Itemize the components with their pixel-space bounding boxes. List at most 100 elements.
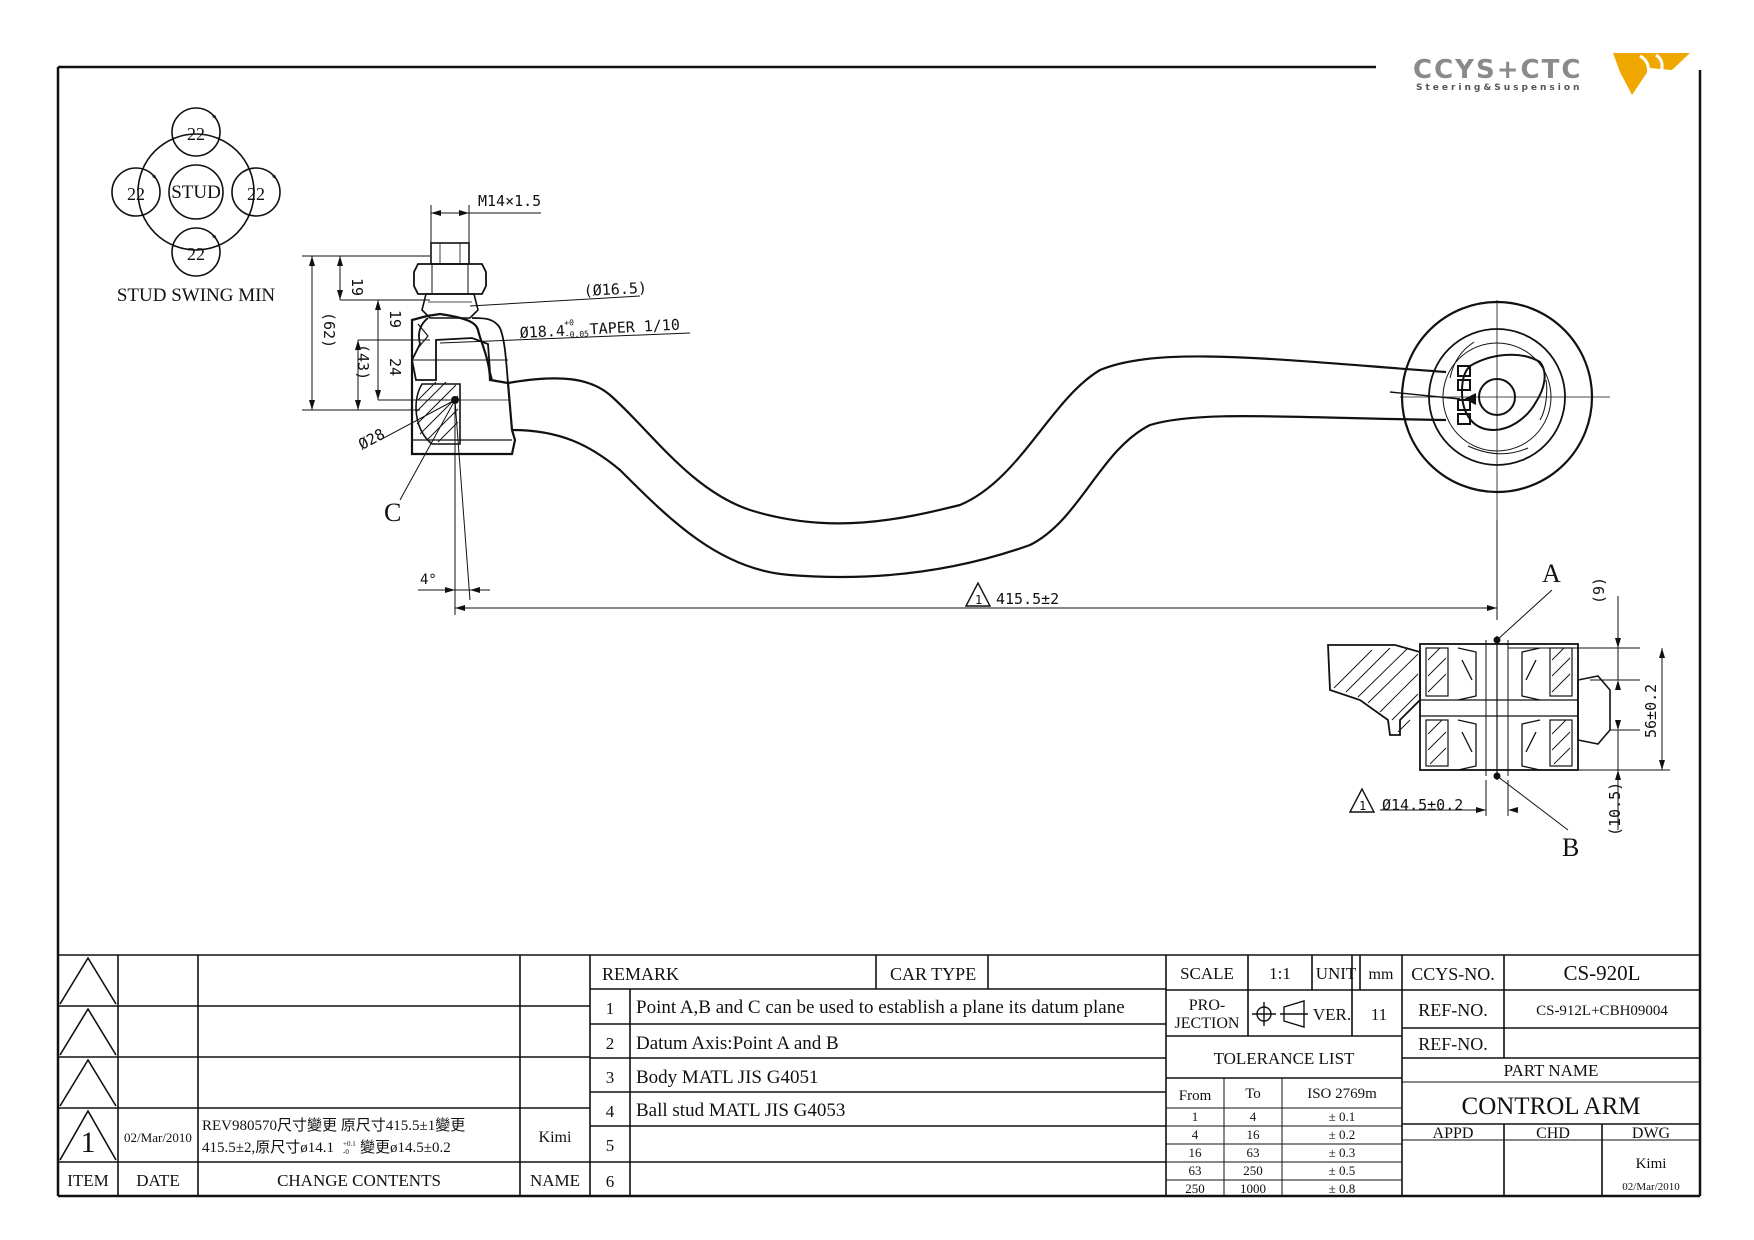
ball-stud bbox=[411, 242, 509, 385]
taper-dimension: Ø18.4 +0 -0.05 TAPER 1/10 bbox=[519, 316, 680, 342]
svg-text:Point A,B and C can be used to: Point A,B and C can be used to establish… bbox=[636, 997, 1125, 1018]
tol-header-from: From bbox=[1179, 1088, 1212, 1104]
sheet-border bbox=[56, 65, 1702, 1198]
unit-value: mm bbox=[1369, 966, 1394, 983]
swing-bottom-value: 22 bbox=[187, 244, 205, 264]
swing-bottom-circle bbox=[171, 227, 221, 277]
dim-bush-diameter: Ø14.5±0.2 bbox=[1382, 796, 1463, 814]
ball-section-hatch bbox=[415, 381, 461, 445]
dim-taper-text: TAPER 1/10 bbox=[589, 316, 680, 339]
svg-text:1: 1 bbox=[606, 999, 615, 1018]
svg-text:+0.1: +0.1 bbox=[343, 1140, 356, 1148]
svg-text:± 0.2: ± 0.2 bbox=[1329, 1127, 1356, 1142]
projection-symbol-icon bbox=[1252, 1000, 1308, 1028]
logo-tagline: Steering&Suspension bbox=[1416, 83, 1582, 93]
svg-text:± 0.1: ± 0.1 bbox=[1329, 1109, 1356, 1124]
dim-10-5: (10.5) bbox=[1606, 782, 1624, 836]
svg-text:63: 63 bbox=[1247, 1145, 1260, 1160]
swing-left-value: 22 bbox=[127, 184, 145, 204]
tolerance-row-2: 4 16 ± 0.2 bbox=[1192, 1127, 1356, 1142]
projection-label-1: PRO- bbox=[1189, 997, 1225, 1014]
swing-right-circle bbox=[231, 167, 281, 217]
svg-text:Datum Axis:Point A and B: Datum Axis:Point A and B bbox=[636, 1033, 839, 1054]
svg-text:Ball stud MATL JIS G4053: Ball stud MATL JIS G4053 bbox=[636, 1100, 845, 1121]
logo-swoosh-icon bbox=[1613, 53, 1690, 95]
svg-text:變更ø14.5±0.2: 變更ø14.5±0.2 bbox=[360, 1139, 451, 1156]
header-date: DATE bbox=[136, 1171, 179, 1190]
revision-triangle-bush: 1 bbox=[1348, 787, 1376, 813]
svg-text:± 0.5: ± 0.5 bbox=[1329, 1163, 1356, 1178]
remark-item-4: 4 Ball stud MATL JIS G4053 bbox=[606, 1100, 846, 1121]
point-b-label: B bbox=[1562, 833, 1579, 862]
point-c-label: C bbox=[384, 498, 401, 527]
dim-taper-tol-upper: +0 bbox=[564, 318, 574, 328]
revision-markers bbox=[59, 956, 117, 1161]
part-name-value: CONTROL ARM bbox=[1462, 1093, 1641, 1120]
dim-length: 415.5±2 bbox=[996, 590, 1059, 608]
tolerance-row-3: 16 63 ± 0.3 bbox=[1189, 1145, 1356, 1160]
tolerance-row-5: 250 1000 ± 0.8 bbox=[1185, 1181, 1355, 1196]
swing-top-value: 22 bbox=[187, 124, 205, 144]
scale-label: SCALE bbox=[1180, 964, 1234, 983]
rev-date-1: 02/Mar/2010 bbox=[124, 1130, 192, 1145]
dim-43: (43) bbox=[354, 344, 372, 380]
svg-text:1: 1 bbox=[1192, 1109, 1199, 1124]
thread-dimension: M14×1.5 bbox=[478, 192, 541, 210]
ccys-no-label: CCYS-NO. bbox=[1411, 964, 1495, 984]
ver-label: VER. bbox=[1313, 1005, 1351, 1024]
remark-item-3: 3 Body MATL JIS G4051 bbox=[606, 1067, 819, 1088]
rev-triangle-row-2 bbox=[59, 1007, 117, 1056]
remark-item-1: 1 Point A,B and C can be used to establi… bbox=[606, 997, 1125, 1018]
rev-contents-1-line2: 415.5±2,原尺寸ø14.1 +0.1 -0 變更ø14.5±0.2 bbox=[202, 1139, 451, 1156]
dim-56: 56±0.2 bbox=[1642, 684, 1660, 738]
header-name: NAME bbox=[530, 1171, 580, 1190]
svg-text:Body MATL JIS G4051: Body MATL JIS G4051 bbox=[636, 1067, 818, 1088]
swing-top-circle bbox=[171, 107, 221, 157]
svg-text:63: 63 bbox=[1189, 1163, 1202, 1178]
degree-mark-bottom: ° bbox=[212, 233, 216, 245]
rev-marker-bush: 1 bbox=[1359, 799, 1366, 813]
ref-no-2-label: REF-NO. bbox=[1418, 1034, 1488, 1054]
svg-text:3: 3 bbox=[606, 1068, 615, 1087]
appd-label: APPD bbox=[1433, 1125, 1474, 1142]
remark-label: REMARK bbox=[602, 964, 679, 984]
dim-taper-tol-lower: -0.05 bbox=[565, 329, 590, 339]
svg-text:-0: -0 bbox=[343, 1148, 349, 1156]
swing-right-value: 22 bbox=[247, 184, 265, 204]
svg-text:250: 250 bbox=[1243, 1163, 1263, 1178]
revision-triangle-main: 1 bbox=[964, 581, 992, 607]
projection-label-2: JECTION bbox=[1175, 1015, 1240, 1032]
stud-label: STUD bbox=[171, 182, 221, 203]
svg-text:± 0.3: ± 0.3 bbox=[1329, 1145, 1356, 1160]
logo-brand: CCYS+CTC bbox=[1413, 55, 1582, 85]
control-arm-body bbox=[380, 312, 1447, 579]
swing-left-circle bbox=[111, 167, 161, 217]
dwg-name: Kimi bbox=[1636, 1156, 1667, 1172]
tol-header-iso: ISO 2769m bbox=[1307, 1086, 1377, 1102]
bushing-section-view bbox=[1327, 636, 1611, 780]
remark-item-5: 5 bbox=[606, 1136, 615, 1155]
point-a-label: A bbox=[1542, 559, 1561, 588]
header-change-contents: CHANGE CONTENTS bbox=[277, 1171, 441, 1190]
dwg-label: DWG bbox=[1632, 1125, 1671, 1142]
dim-phi-16-5: (Ø16.5) bbox=[583, 279, 647, 300]
svg-text:16: 16 bbox=[1247, 1127, 1261, 1142]
remark-item-2: 2 Datum Axis:Point A and B bbox=[606, 1033, 839, 1054]
svg-text:5: 5 bbox=[606, 1136, 615, 1155]
company-logo: CCYS+CTC Steering&Suspension bbox=[1413, 53, 1690, 95]
dim-19-top: 19 bbox=[348, 278, 366, 296]
svg-text:4: 4 bbox=[1192, 1127, 1199, 1142]
svg-text:6: 6 bbox=[606, 1172, 615, 1191]
rev-triangle-row-3 bbox=[59, 1058, 117, 1107]
degree-mark-left: ° bbox=[152, 173, 156, 185]
title-block: 1 02/Mar/2010 REV980570尺寸變更 原尺寸415.5±1變更… bbox=[58, 954, 1700, 1196]
stud-swing-diagram: STUD 22 ° 22 ° 22 ° 22 ° STUD SWING MIN bbox=[111, 107, 281, 306]
stud-circle bbox=[168, 164, 224, 220]
remark-item-6: 6 bbox=[606, 1172, 615, 1191]
unit-label: UNIT bbox=[1316, 964, 1357, 983]
rev-name-1: Kimi bbox=[539, 1129, 572, 1146]
dimension-lines bbox=[302, 205, 1670, 831]
stud-swing-caption: STUD SWING MIN bbox=[117, 285, 276, 306]
svg-text:415.5±2,原尺寸ø14.1: 415.5±2,原尺寸ø14.1 bbox=[202, 1139, 334, 1156]
dim-19-mid: 19 bbox=[386, 310, 404, 328]
